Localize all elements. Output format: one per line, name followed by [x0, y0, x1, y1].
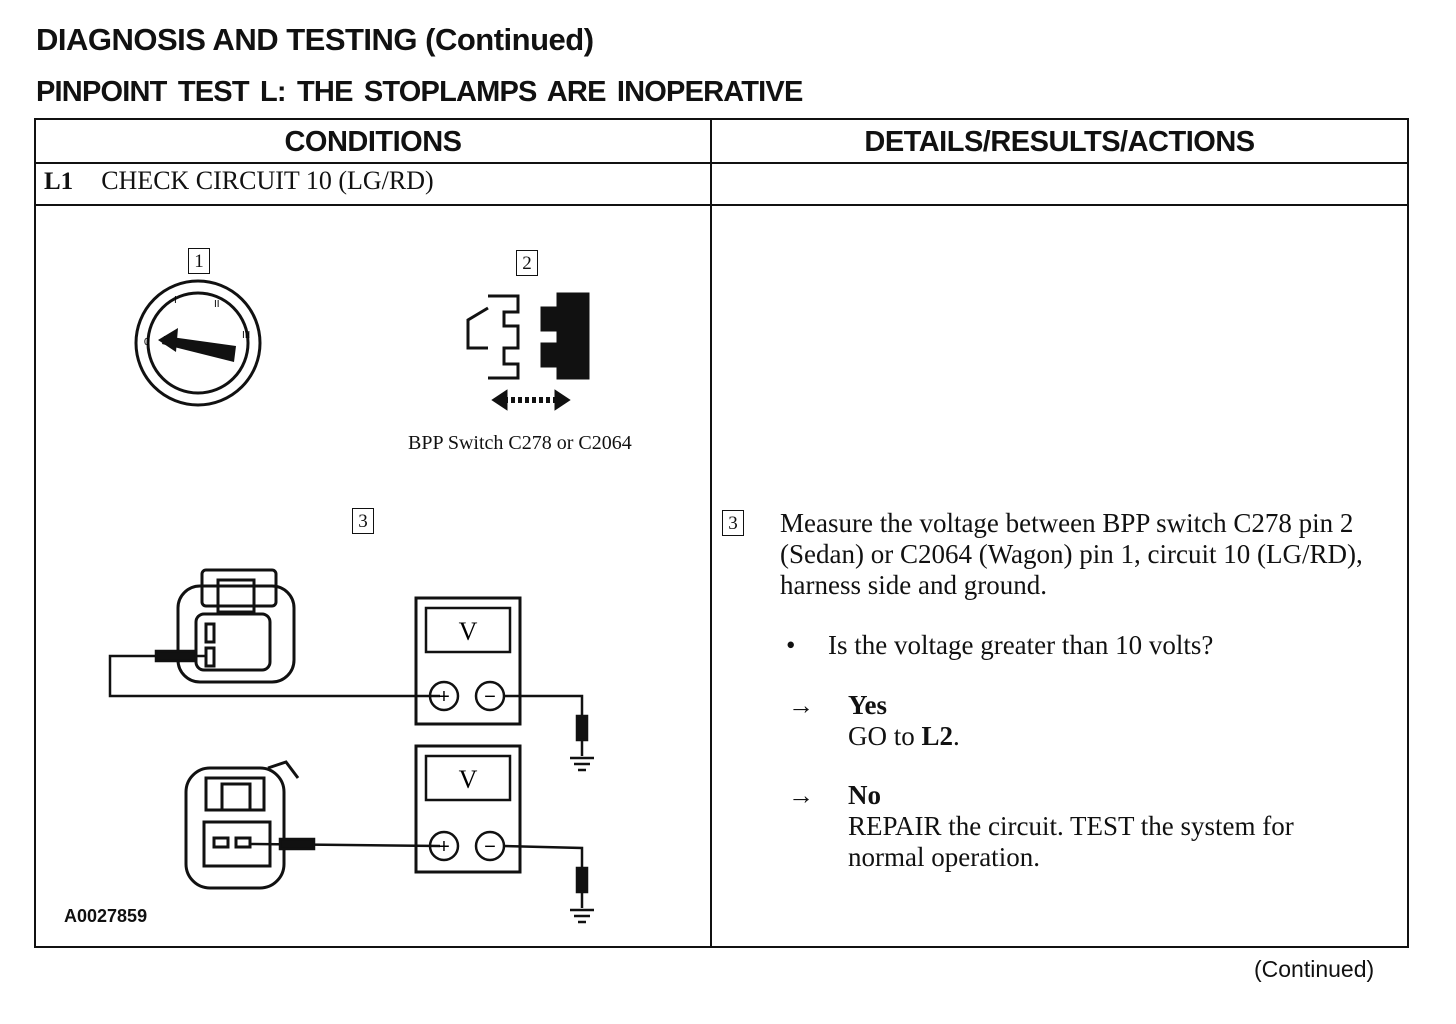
voltage-question: Is the voltage greater than 10 volts?	[828, 630, 1214, 660]
wagon-connector-icon	[184, 760, 300, 890]
step-row-divider	[36, 204, 1407, 206]
sedan-test-lead	[108, 649, 440, 698]
ignition-pos-3: III	[242, 330, 250, 341]
continued-note: (Continued)	[1254, 956, 1375, 982]
voltmeter-bottom-icon: V + −	[414, 744, 522, 874]
ignition-switch-icon: 0 I II III	[134, 279, 262, 407]
no-label: No	[848, 780, 881, 810]
pinpoint-test-title: PINPOINT TEST L: THE STOPLAMPS ARE INOPE…	[36, 76, 803, 108]
ignition-pos-2: II	[214, 299, 220, 310]
step-2-box: 2	[516, 250, 538, 276]
test-table	[34, 118, 1409, 948]
ground-top-icon	[570, 756, 594, 772]
ground-lead-bottom	[503, 844, 589, 908]
conditions-header: CONDITIONS	[284, 126, 462, 158]
yes-arrow-icon: →	[788, 691, 814, 720]
yes-action: GO to L2.	[848, 721, 960, 751]
minus-terminal-bottom: −	[484, 836, 496, 858]
wagon-test-lead	[249, 837, 441, 851]
ignition-pos-1: I	[174, 295, 177, 306]
bpp-connector-icon	[466, 292, 590, 411]
voltmeter-bottom-label: V	[459, 765, 478, 794]
no-arrow-icon: →	[788, 781, 814, 810]
minus-terminal-top: −	[484, 686, 496, 708]
yes-result: Yes GO to L2.	[848, 690, 960, 752]
ground-bottom-icon	[570, 908, 594, 924]
step-id: L1	[44, 168, 74, 195]
question-bullet: •	[786, 630, 796, 660]
step-row: L1 CHECK CIRCUIT 10 (LG/RD)	[44, 166, 434, 196]
plus-terminal-bottom: +	[438, 836, 450, 858]
no-result: No REPAIR the circuit. TEST the system f…	[848, 780, 1368, 873]
sedan-connector-icon	[176, 568, 296, 684]
step-3-instruction: Measure the voltage between BPP switch C…	[780, 508, 1363, 600]
bpp-switch-caption: BPP Switch C278 or C2064	[408, 432, 632, 454]
figure-id: A0027859	[64, 906, 148, 926]
details-header: DETAILS/RESULTS/ACTIONS	[864, 126, 1255, 158]
ground-lead-top	[504, 694, 589, 756]
step-3-box: 3	[352, 508, 374, 534]
page-title: DIAGNOSIS AND TESTING (Continued)	[36, 22, 594, 57]
details-step-3-box: 3	[722, 510, 744, 536]
plus-terminal-top: +	[438, 686, 450, 708]
conditions-diagram: 0 I II III V + −	[108, 279, 594, 924]
header-row-divider	[36, 162, 1407, 164]
yes-label: Yes	[848, 690, 887, 720]
column-divider	[710, 120, 712, 948]
ignition-pos-0: 0	[144, 337, 150, 348]
voltmeter-top-label: V	[459, 617, 478, 646]
step-1-box: 1	[188, 248, 210, 274]
voltmeter-top-icon: V + −	[414, 596, 522, 726]
no-action: REPAIR the circuit. TEST the system for …	[848, 811, 1294, 872]
step-title: CHECK CIRCUIT 10 (LG/RD)	[101, 166, 434, 195]
